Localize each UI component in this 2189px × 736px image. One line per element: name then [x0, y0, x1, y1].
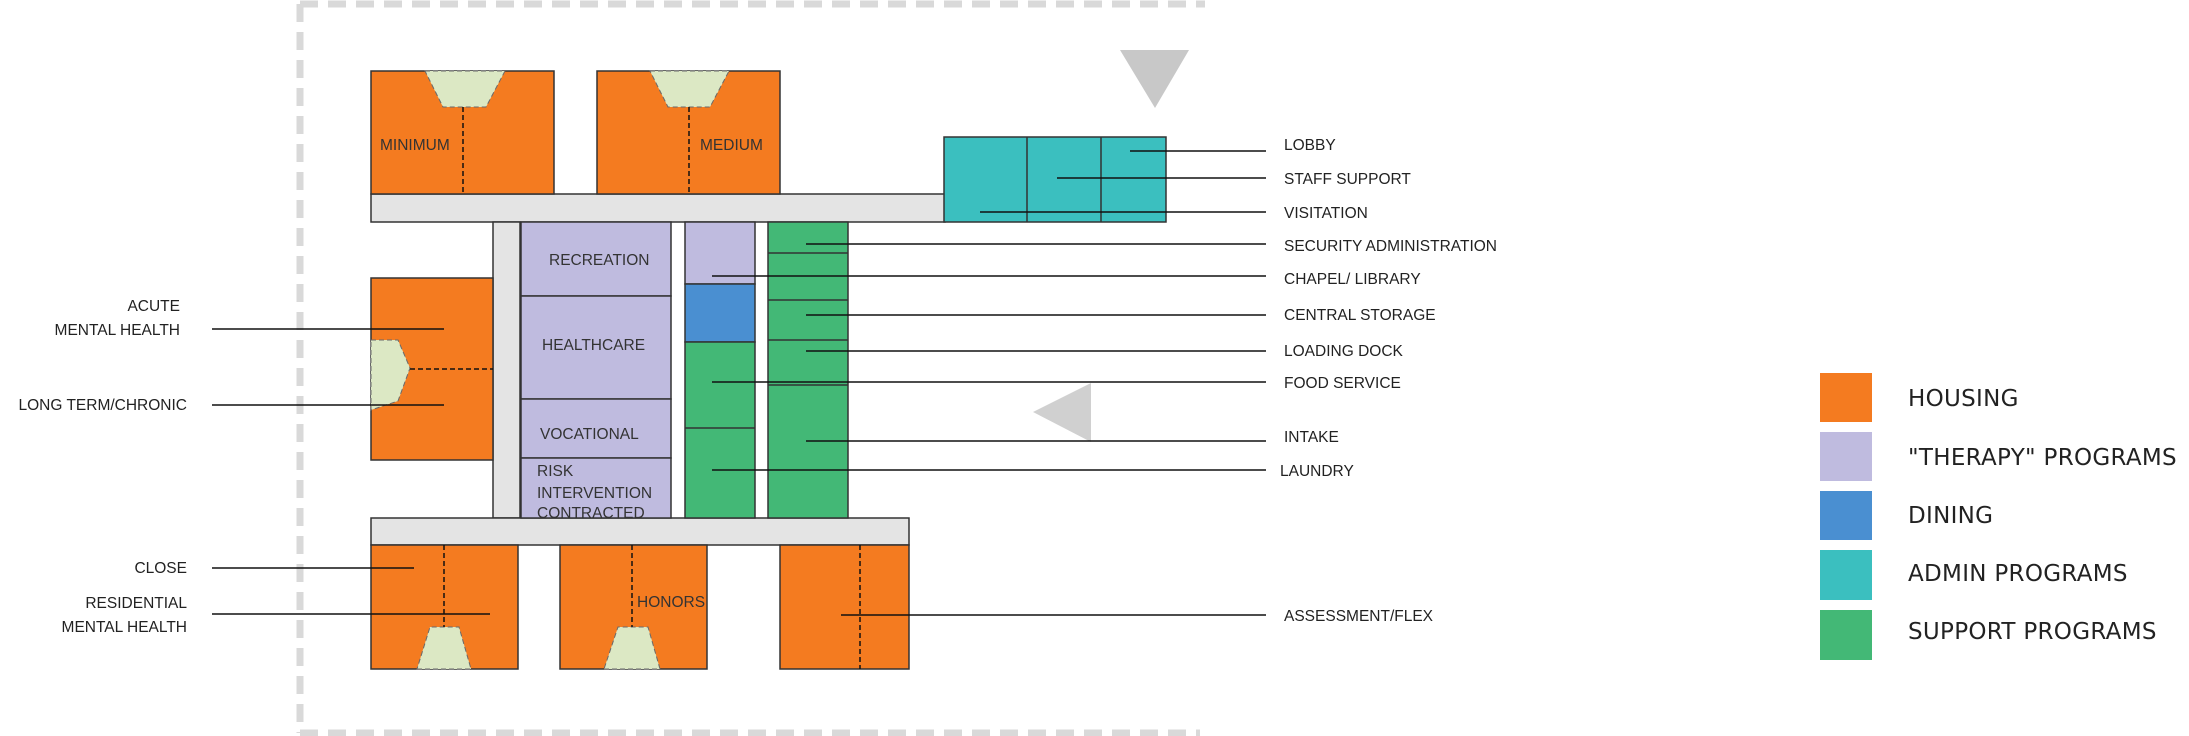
callouts-left: ACUTE MENTAL HEALTH LONG TERM/CHRONIC CL…	[18, 298, 187, 636]
housing-assessment-flex	[779, 544, 910, 670]
therapy-label-contracted: CONTRACTED	[537, 505, 645, 522]
legend-label-admin: ADMIN PROGRAMS	[1908, 561, 2128, 587]
callout-staff-support: STAFF SUPPORT	[1284, 171, 1411, 188]
housing-window	[649, 70, 730, 108]
support-food-service	[684, 341, 756, 519]
callout-security-administration: SECURITY ADMINISTRATION	[1284, 238, 1497, 255]
callout-lobby: LOBBY	[1284, 137, 1336, 154]
therapy-recreation	[520, 221, 672, 297]
callout-visitation: VISITATION	[1284, 205, 1368, 222]
therapy-label-intervention: INTERVENTION	[537, 485, 652, 502]
leader-lines-right	[712, 150, 1266, 616]
legend: HOUSING "THERAPY" PROGRAMS DINING ADMIN …	[1820, 373, 2177, 660]
housing-label-medium: MEDIUM	[700, 137, 763, 154]
housing-honors: HONORS	[559, 544, 708, 670]
triangle-left-icon	[1033, 383, 1091, 442]
callout-central-storage: CENTRAL STORAGE	[1284, 307, 1436, 324]
callout-residential: RESIDENTIAL	[85, 595, 187, 612]
callout-intake: INTAKE	[1284, 429, 1339, 446]
site-boundary	[296, 0, 1205, 736]
legend-label-dining: DINING	[1908, 503, 1993, 529]
housing-mental-health	[370, 277, 494, 461]
legend-swatch-support	[1820, 610, 1872, 660]
callout-close: CLOSE	[134, 560, 187, 577]
housing-close	[370, 544, 519, 670]
callout-assessment-flex: ASSESSMENT/FLEX	[1284, 608, 1434, 625]
callout-loading-dock: LOADING DOCK	[1284, 343, 1404, 360]
support-column	[767, 221, 849, 519]
corridor	[370, 193, 946, 546]
corridor-top	[370, 193, 946, 223]
therapy-label-risk: RISK	[537, 463, 574, 480]
therapy-label-healthcare: HEALTHCARE	[542, 337, 645, 354]
callout-chapel-library: CHAPEL/ LIBRARY	[1284, 271, 1421, 288]
callout-long-term-chronic: LONG TERM/CHRONIC	[18, 397, 187, 414]
legend-swatch-therapy	[1820, 432, 1872, 481]
housing-block	[779, 544, 910, 670]
therapy-vocational	[520, 398, 672, 459]
triangle-down-icon	[1120, 50, 1189, 108]
callout-food-service: FOOD SERVICE	[1284, 375, 1401, 392]
legend-swatch-dining	[1820, 491, 1872, 540]
support-programs	[684, 221, 849, 519]
legend-label-therapy: "THERAPY" PROGRAMS	[1908, 445, 2177, 471]
therapy-label-recreation: RECREATION	[549, 252, 649, 269]
therapy-healthcare	[520, 295, 672, 400]
housing-label-minimum: MINIMUM	[380, 137, 450, 154]
housing-label-honors: HONORS	[637, 594, 705, 611]
callouts-right: LOBBY STAFF SUPPORT VISITATION SECURITY …	[1280, 137, 1497, 625]
callout-acute: ACUTE	[127, 298, 180, 315]
dining-block	[684, 283, 756, 343]
legend-swatch-admin	[1820, 550, 1872, 600]
corridor-spine	[492, 221, 521, 519]
housing-window	[416, 626, 472, 670]
housing-window	[603, 626, 661, 670]
therapy-risk-intervention	[520, 457, 672, 519]
housing-minimum: MINIMUM	[370, 70, 555, 195]
housing-window	[424, 70, 506, 108]
legend-swatch-housing	[1820, 373, 1872, 422]
housing-medium: MEDIUM	[596, 70, 781, 195]
housing-window	[370, 339, 411, 411]
legend-label-support: SUPPORT PROGRAMS	[1908, 619, 2157, 645]
leader-lines-left	[212, 328, 490, 615]
callout-laundry: LAUNDRY	[1280, 463, 1354, 480]
admin-block	[943, 136, 1167, 223]
corridor-bottom	[370, 517, 910, 546]
therapy-chapel-library	[684, 221, 756, 285]
therapy-programs: RECREATION HEALTHCARE VOCATIONAL RISK IN…	[520, 221, 756, 522]
therapy-label-vocational: VOCATIONAL	[540, 426, 639, 443]
callout-residential-mental-health: MENTAL HEALTH	[62, 619, 187, 636]
legend-label-housing: HOUSING	[1908, 386, 2019, 412]
callout-mental-health: MENTAL HEALTH	[55, 322, 180, 339]
admin-programs	[943, 136, 1167, 223]
